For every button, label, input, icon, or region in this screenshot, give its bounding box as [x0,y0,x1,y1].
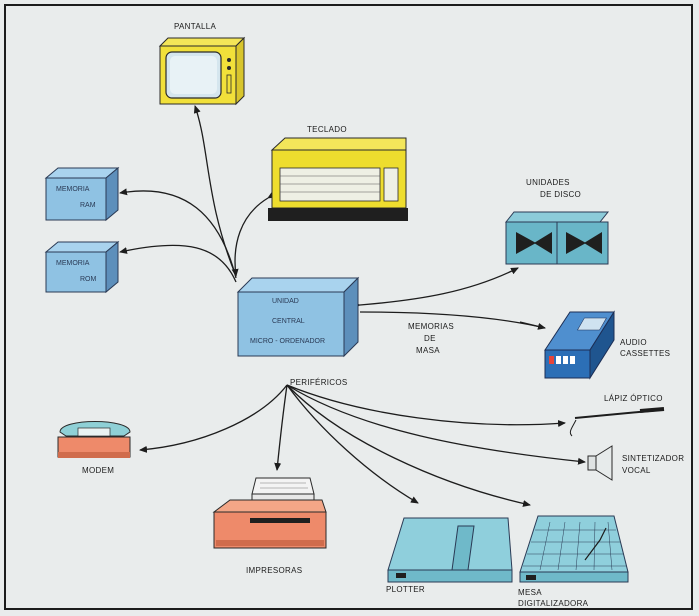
label-teclado: TECLADO [307,125,347,134]
mesa-digitalizadora-illustration [519,515,629,583]
label-disco-line1: UNIDADES [526,178,570,187]
arrow-to-cassette [519,321,546,330]
unidades-disco-illustration [504,211,610,265]
label-sintetizador-line2: VOCAL [622,466,651,475]
unidad-central-illustration [236,276,360,358]
lapiz-optico-illustration [569,407,665,437]
label-masa-line2: DE [424,334,436,343]
memoria-rom-illustration [44,240,120,294]
label-audio-line1: AUDIO [620,338,647,347]
label-cpu-line1: UNIDAD [272,298,299,305]
modem-illustration [57,421,131,458]
arrow-cpu-lapiz [286,384,566,428]
arrow-cpu-disco [352,267,519,310]
label-sintetizador-line1: SINTETIZADOR [622,454,685,463]
label-ram-line1: MEMORIA [56,186,90,193]
label-mesa-line1: MESA [518,588,542,597]
label-rom-line2: ROM [80,276,97,283]
label-ram-line2: RAM [80,202,96,209]
arrow-cpu-mesa [286,384,531,507]
audio-cassette-illustration [544,310,615,380]
arrow-cpu-sintetizador [286,384,586,465]
diagram-frame [4,4,693,610]
label-impresoras: IMPRESORAS [246,566,303,575]
label-audio-line2: CASSETTES [620,349,671,358]
arrow-teclado-cpu [231,191,276,277]
plotter-illustration [387,517,513,583]
teclado-illustration [268,137,408,221]
arrow-cpu-rom [119,244,237,283]
label-masa-line1: MEMORIAS [408,322,454,331]
connection-arrows [119,105,586,507]
label-perifericos: PERIFÉRICOS [290,378,348,387]
label-mesa-line2: DIGITALIZADORA [518,599,589,608]
label-plotter: PLOTTER [386,585,425,594]
pantalla-illustration [158,36,246,106]
sintetizador-illustration [587,445,613,481]
label-disco-line2: DE DISCO [540,190,582,199]
arrow-cpu-pantalla [193,105,237,277]
label-rom-line1: MEMORIA [56,260,90,267]
label-modem: MODEM [82,466,115,475]
memoria-ram-illustration [44,166,120,222]
arrow-cpu-plotter [286,384,419,504]
label-cpu-line3: MICRO - ORDENADOR [250,338,326,345]
arrow-cpu-cassette [359,311,546,329]
arrow-cpu-ram [119,188,237,279]
label-masa-line3: MASA [416,346,440,355]
arrow-cpu-impresoras [274,384,288,471]
label-cpu-line2: CENTRAL [272,318,305,325]
label-lapiz-optico: LÁPIZ ÓPTICO [604,394,663,403]
label-pantalla: PANTALLA [174,22,217,31]
arrow-cpu-modem [139,384,288,453]
impresora-illustration [212,477,327,549]
